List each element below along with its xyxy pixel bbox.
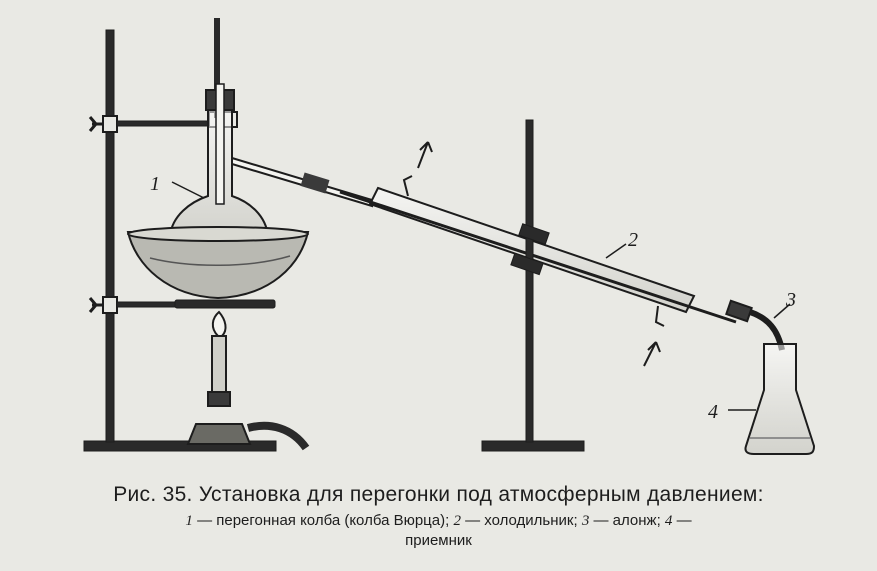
leader-lines [171, 181, 791, 411]
label-receiver: 4 [708, 401, 718, 423]
lower-clamp-holder [102, 296, 118, 314]
gas-burner [186, 310, 310, 451]
label-condenser: 2 [628, 229, 638, 251]
legend-num-4: 4 [664, 513, 673, 529]
water-inlet [654, 305, 665, 327]
middle-stand [481, 119, 585, 452]
thermometer [215, 83, 225, 205]
adapter-tube-stopper [300, 172, 330, 194]
legend-text-2: — холодильник; [460, 512, 582, 529]
flask-support-rod [214, 18, 220, 118]
receiver-flask [744, 343, 816, 455]
burner-flame [211, 310, 227, 337]
label-flask: 1 [150, 173, 160, 195]
middle-stand-rod [525, 119, 534, 443]
legend-text-3: — алонж; [589, 512, 665, 529]
water-outlet [402, 175, 413, 197]
legend-num-2: 2 [453, 513, 461, 529]
left-stand-base [83, 440, 277, 452]
gas-hose [246, 421, 310, 451]
caption-legend: 1 — перегонная колба (колба Вюрца); 2 — … [0, 511, 877, 550]
allonge-adapter [725, 299, 785, 351]
legend-num-3: 3 [581, 513, 590, 529]
water-out-arrow [417, 141, 433, 169]
liebig-condenser [339, 141, 737, 367]
tripod-ring [174, 299, 276, 309]
distillation-diagram: 1 2 3 4 [83, 18, 816, 455]
ring-holder-arm [116, 301, 178, 308]
upper-clamp-screw [88, 116, 103, 132]
condenser-clamp-top [518, 223, 550, 245]
label-adapter: 3 [785, 289, 796, 311]
water-in-arrow [643, 341, 661, 367]
caption-title: Рис. 35. Установка для перегонки под атм… [113, 483, 764, 506]
upper-clamp-holder [102, 115, 118, 133]
legend-tail: приемник [405, 532, 472, 549]
lower-clamp-screw [88, 297, 103, 313]
legend-text-4: — [672, 512, 692, 529]
legend-num-1: 1 [185, 513, 193, 529]
water-bath [126, 226, 310, 300]
legend-text-1: — перегонная колба (колба Вюрца); [192, 512, 454, 529]
figure-caption: Рис. 35. Установка для перегонки под атм… [0, 482, 877, 550]
left-stand-rod [105, 29, 115, 443]
upper-clamp-arm [116, 120, 210, 127]
wurtz-flask [168, 83, 373, 237]
condenser-clamp-bottom [510, 252, 544, 276]
